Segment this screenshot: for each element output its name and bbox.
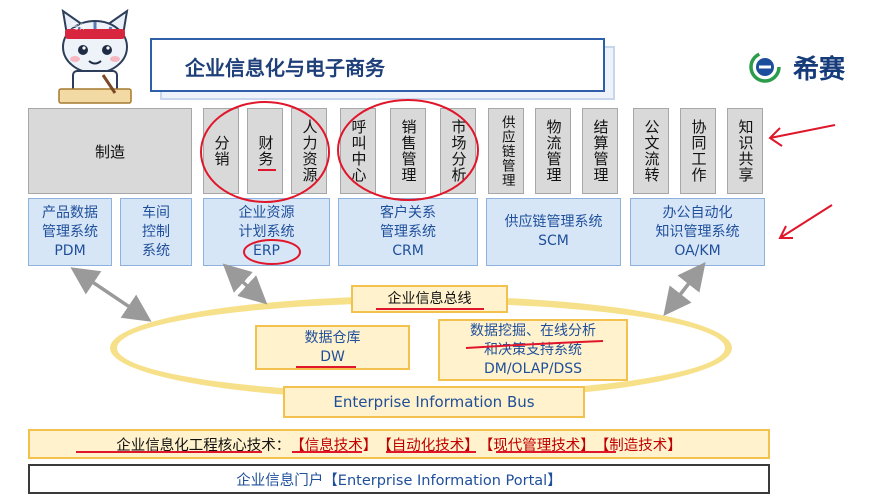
- box-salesmgmt: 销售管理: [390, 108, 426, 194]
- mining-line1: 数据挖掘、在线分析: [470, 322, 596, 339]
- core-tech-automation: 【自动化技术】: [377, 437, 479, 454]
- crm-line1: 客户关系: [380, 204, 436, 221]
- mining-line3: DM/OLAP/DSS: [483, 360, 582, 377]
- pdm-line2: 管理系统: [42, 223, 98, 240]
- box-logistics-label: 物流管理: [544, 119, 563, 183]
- box-sales: 分销: [203, 108, 239, 194]
- dw-line1: 数据仓库: [304, 329, 361, 346]
- workshop-line1: 车间: [142, 204, 170, 221]
- box-knowledge-label: 知识共享: [736, 119, 755, 183]
- mascot-headband-label: 写作: [72, 23, 86, 31]
- title-banner: [150, 38, 605, 92]
- core-tech-management: 【现代管理技术】: [478, 437, 595, 454]
- arrow-right: [663, 261, 706, 317]
- system-pdm: 产品数据管理系统 PDM: [28, 198, 112, 266]
- crm-line2: 管理系统: [380, 223, 436, 240]
- red-arrow-top: [768, 124, 836, 147]
- box-manufacturing: 制造: [28, 108, 192, 194]
- box-knowledge: 知识共享: [727, 108, 763, 194]
- core-tech-prefix: 企业信息化工程核心技术：: [116, 437, 291, 454]
- erp-line2: 计划系统: [238, 223, 295, 240]
- oa-line1: 办公自动化: [662, 204, 733, 221]
- box-finance-label: 财务: [256, 135, 275, 167]
- core-technology-bar: 企业信息化工程核心技术： 【信息技术】 【自动化技术】 【现代管理技术】 【制造…: [28, 429, 770, 459]
- scm-line1: 供应链管理系统: [504, 214, 603, 230]
- box-collab: 协同工作: [680, 108, 716, 194]
- mining-line2: 和决策支持系统: [484, 341, 582, 358]
- box-logistics: 物流管理: [535, 108, 571, 194]
- oa-line3: OA/KM: [674, 242, 721, 259]
- box-settlement: 结算管理: [582, 108, 618, 194]
- box-callcenter-label: 呼叫中心: [349, 119, 368, 183]
- box-marketanalysis: 市场分析: [440, 108, 476, 194]
- arrow-left: [70, 267, 152, 322]
- core-tech-manufacturing: 【制造技术】: [594, 437, 682, 454]
- box-callcenter: 呼叫中心: [340, 108, 376, 194]
- system-crm: 客户关系管理系统 CRM: [338, 198, 478, 266]
- workshop-line3: 系统: [142, 242, 170, 259]
- dw-line2: DW: [320, 348, 345, 365]
- crm-line3: CRM: [392, 242, 424, 259]
- box-marketanalysis-label: 市场分析: [449, 119, 468, 183]
- box-hr: 人力资源: [291, 108, 327, 194]
- core-tech-info: 【信息技术】: [290, 437, 378, 454]
- box-sales-label: 分销: [212, 135, 231, 167]
- scm-line2: SCM: [538, 233, 569, 249]
- box-hr-label: 人力资源: [300, 119, 319, 183]
- enterprise-info-bus-cn: 企业信息总线: [351, 285, 508, 313]
- box-finance: 财务: [247, 108, 283, 194]
- system-workshop-control: 车间控制系统: [120, 198, 192, 266]
- pdm-line3: PDM: [54, 242, 86, 259]
- data-mining-box: 数据挖掘、在线分析和决策支持系统 DM/OLAP/DSS: [438, 319, 628, 381]
- xisai-logo-icon: [749, 51, 781, 83]
- enterprise-portal-bar: 企业信息门户【Enterprise Information Portal】: [28, 464, 770, 494]
- red-arrow-bottom: [778, 204, 833, 239]
- enterprise-info-bus-en: Enterprise Information Bus: [283, 386, 585, 418]
- logo-text: 希赛: [793, 55, 846, 85]
- system-scm: 供应链管理系统 SCM: [486, 198, 621, 266]
- box-scm-item: 供应链管理: [488, 108, 524, 194]
- box-documents-label: 公文流转: [642, 119, 661, 183]
- erp-line1: 企业资源: [238, 204, 295, 221]
- arrow-erp: [222, 263, 268, 305]
- oa-line2: 知识管理系统: [655, 223, 740, 240]
- box-settlement-label: 结算管理: [591, 119, 610, 183]
- box-salesmgmt-label: 销售管理: [399, 119, 418, 183]
- system-erp: 企业资源计划系统 ERP: [203, 198, 330, 266]
- erp-line3: ERP: [252, 242, 280, 259]
- box-scm-item-label: 供应链管理: [498, 114, 515, 188]
- workshop-line2: 控制: [142, 223, 170, 240]
- cat-mascot-illustration: [58, 8, 132, 104]
- data-warehouse-box: 数据仓库 DW: [255, 325, 410, 370]
- system-oa-km: 办公自动化知识管理系统 OA/KM: [630, 198, 765, 266]
- pdm-line1: 产品数据: [42, 204, 98, 221]
- box-documents: 公文流转: [633, 108, 669, 194]
- box-collab-label: 协同工作: [689, 119, 708, 183]
- page-title: 企业信息化与电子商务: [185, 56, 385, 80]
